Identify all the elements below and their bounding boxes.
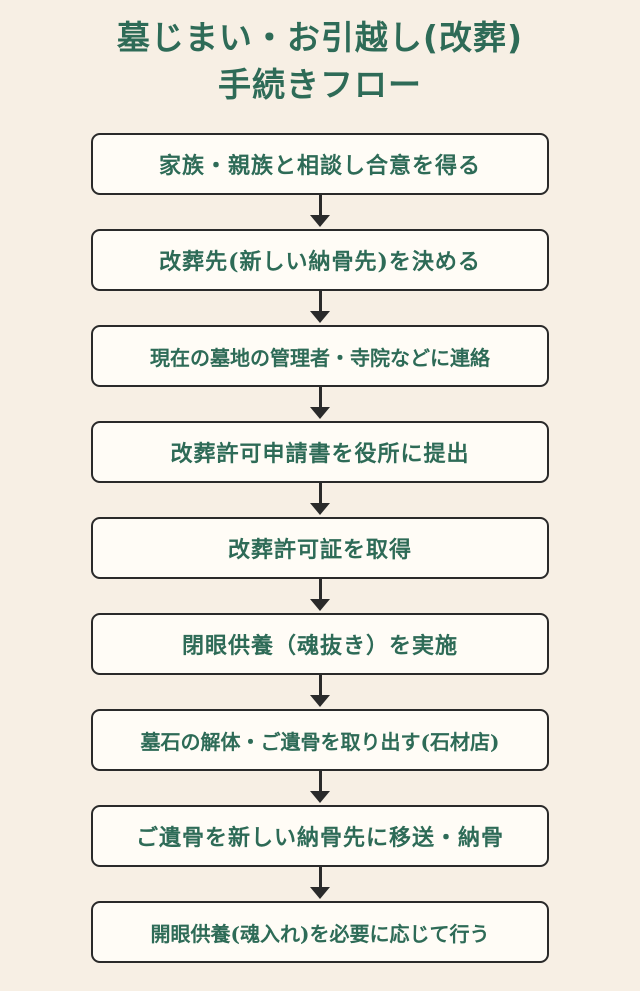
arrow-down-icon: [91, 195, 549, 229]
arrow-down-icon: [91, 291, 549, 325]
arrow-down-icon: [91, 867, 549, 901]
title-line-1: 墓じまい・お引越し(改葬): [116, 18, 524, 57]
arrow-down-icon: [91, 483, 549, 517]
step-5-obtain-permit: 改葬許可証を取得: [91, 517, 549, 579]
flow-title: 墓じまい・お引越し(改葬) 手続きフロー: [0, 14, 640, 108]
step-8-transfer-remains: ご遺骨を新しい納骨先に移送・納骨: [91, 805, 549, 867]
step-7-dismantle-gravestone: 墓石の解体・ご遺骨を取り出す(石材店): [91, 709, 549, 771]
step-2-choose-new-site: 改葬先(新しい納骨先)を決める: [91, 229, 549, 291]
step-1-consult-family: 家族・親族と相談し合意を得る: [91, 133, 549, 195]
step-6-closing-memorial: 閉眼供養（魂抜き）を実施: [91, 613, 549, 675]
flowchart: 家族・親族と相談し合意を得る 改葬先(新しい納骨先)を決める 現在の墓地の管理者…: [91, 133, 549, 963]
arrow-down-icon: [91, 387, 549, 421]
arrow-down-icon: [91, 579, 549, 613]
step-4-submit-application: 改葬許可申請書を役所に提出: [91, 421, 549, 483]
arrow-down-icon: [91, 771, 549, 805]
step-3-contact-manager: 現在の墓地の管理者・寺院などに連絡: [91, 325, 549, 387]
title-line-2: 手続きフロー: [218, 65, 422, 104]
step-9-opening-memorial: 開眼供養(魂入れ)を必要に応じて行う: [91, 901, 549, 963]
arrow-down-icon: [91, 675, 549, 709]
